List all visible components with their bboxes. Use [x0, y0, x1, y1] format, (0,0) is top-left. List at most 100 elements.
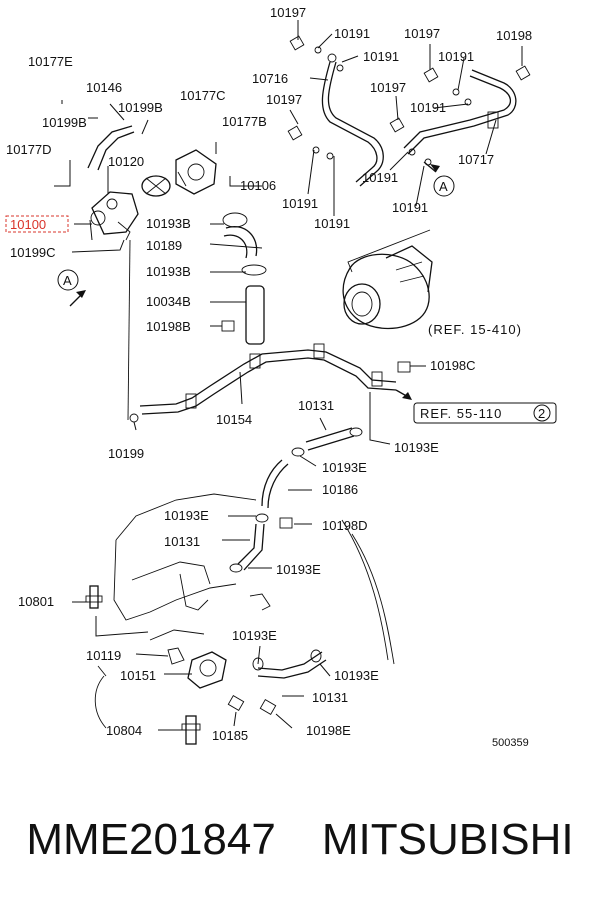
bolt-group-top	[287, 35, 531, 166]
label-10177b: 10177B	[222, 114, 267, 129]
label-10193e-e: 10193E	[232, 628, 277, 643]
pipe-10034b	[245, 285, 265, 345]
label-10193e-a: 10193E	[394, 440, 439, 455]
label-10197-top: 10197	[270, 5, 306, 20]
label-10199b-right: 10199B	[118, 100, 163, 115]
ref-15-410: (REF. 15-410)	[428, 322, 522, 337]
callout-a-left-circle	[57, 269, 79, 291]
label-10716: 10716	[252, 71, 288, 86]
bolt-10198c	[397, 361, 411, 373]
label-10131-b: 10131	[164, 534, 200, 549]
label-10197-d: 10197	[266, 92, 302, 107]
thermostat-10120	[141, 171, 187, 197]
ref-55-110-box	[413, 402, 557, 424]
hose-10146	[87, 125, 135, 171]
label-10198-top: 10198	[496, 28, 532, 43]
label-10189: 10189	[146, 238, 182, 253]
callout-a-left: A	[63, 273, 72, 288]
label-10199: 10199	[108, 446, 144, 461]
label-10191-d: 10191	[410, 100, 446, 115]
label-10191-c: 10191	[438, 49, 474, 64]
arrow-head-a-left	[76, 290, 86, 298]
label-10120: 10120	[108, 154, 144, 169]
middle-leaders	[133, 365, 426, 445]
hose-10189	[222, 212, 258, 259]
hose-10131-lower	[252, 649, 327, 679]
arrow-head-a-top	[430, 164, 440, 172]
water-outlet-fitting-10100	[90, 191, 139, 241]
label-10177d: 10177D	[6, 142, 52, 157]
top-leaders	[289, 20, 523, 216]
turbo-dashed-lead	[347, 229, 431, 273]
label-10100: 10100	[10, 217, 46, 232]
label-10198c: 10198C	[430, 358, 476, 373]
housing-10106	[175, 149, 217, 195]
clamp-10193b	[241, 264, 267, 276]
label-10191-f: 10191	[282, 196, 318, 211]
pipe-10717	[403, 69, 517, 155]
label-10191-g: 10191	[392, 200, 428, 215]
arrow-to-a-top	[423, 161, 437, 173]
sensor-10801	[85, 585, 103, 609]
label-10154: 10154	[216, 412, 252, 427]
label-10146: 10146	[86, 80, 122, 95]
label-10193b-b: 10193B	[146, 264, 191, 279]
hose-10131-upper	[291, 427, 363, 457]
label-10191-h: 10191	[314, 216, 350, 231]
bolt-10198b	[221, 320, 235, 332]
label-10804: 10804	[106, 723, 142, 738]
water-outlet-10151	[167, 647, 227, 689]
label-10151: 10151	[120, 668, 156, 683]
engine-block-outline	[113, 493, 395, 665]
bolt-10198e	[259, 699, 277, 715]
callout-a-top-circle	[433, 175, 455, 197]
ref-55-110-circle-number: 2	[538, 406, 545, 421]
diagram-code: 500359	[492, 737, 529, 749]
callout-a-top: A	[439, 179, 448, 194]
part-number: MME201847	[26, 815, 276, 864]
label-10193e-f: 10193E	[334, 668, 379, 683]
parts-diagram: 10197 10191 10191 10197 10198 10191 1017…	[5, 5, 557, 749]
label-10198d: 10198D	[322, 518, 368, 533]
label-10186: 10186	[322, 482, 358, 497]
ref-55-110-circle	[533, 404, 551, 422]
brand-name: MITSUBISHI	[321, 815, 574, 864]
label-10131-a: 10131	[298, 398, 334, 413]
ref-55-110: REF. 55-110	[420, 406, 502, 421]
label-10193e-b: 10193E	[322, 460, 367, 475]
label-10199b-left: 10199B	[42, 115, 87, 130]
label-10198e: 10198E	[306, 723, 351, 738]
label-10034b: 10034B	[146, 294, 191, 309]
label-10193e-c: 10193E	[164, 508, 209, 523]
highlight-box-10100	[5, 215, 69, 233]
label-10801: 10801	[18, 594, 54, 609]
label-10106: 10106	[240, 178, 276, 193]
label-10191-a: 10191	[334, 26, 370, 41]
turbocharger-housing	[342, 245, 433, 330]
label-10185: 10185	[212, 728, 248, 743]
label-10199c: 10199C	[10, 245, 56, 260]
label-10197-b: 10197	[404, 26, 440, 41]
lower-leaders	[72, 417, 331, 731]
label-10198b: 10198B	[146, 319, 191, 334]
label-10193e-d: 10193E	[276, 562, 321, 577]
arrow-head-ref-55-110	[402, 392, 412, 400]
label-10197-c: 10197	[370, 80, 406, 95]
label-10191-b: 10191	[363, 49, 399, 64]
label-10177c: 10177C	[180, 88, 226, 103]
bolt-10198d	[279, 517, 293, 529]
label-10119: 10119	[86, 648, 121, 663]
bolt-10185	[227, 695, 245, 711]
label-10717: 10717	[458, 152, 494, 167]
hose-10131-mid	[229, 513, 269, 573]
pipe-10186	[261, 459, 289, 509]
left-leaders	[54, 100, 263, 421]
pipe-10716	[321, 53, 384, 187]
label-10191-e: 10191	[362, 170, 398, 185]
label-10177e: 10177E	[28, 54, 73, 69]
pipe-10154	[139, 343, 397, 415]
caption-bar: MME201847 MITSUBISHI	[0, 800, 600, 880]
label-10193b-a: 10193B	[146, 216, 191, 231]
o-ring-10199	[129, 413, 139, 423]
label-10131-c: 10131	[312, 690, 348, 705]
